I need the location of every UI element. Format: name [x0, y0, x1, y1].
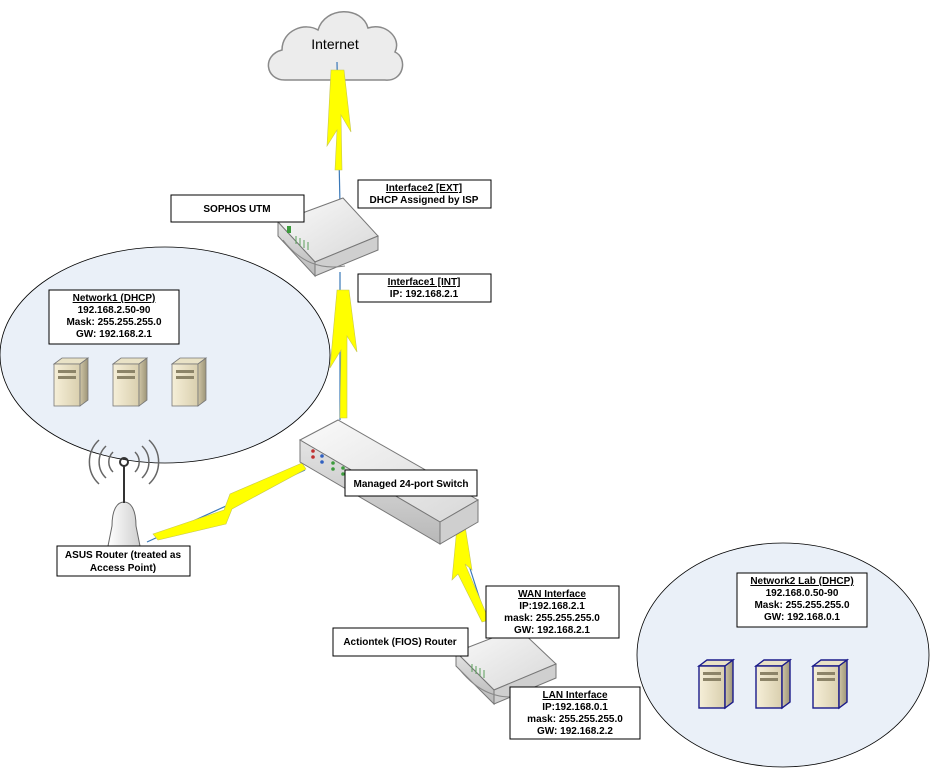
actiontek-label: Actiontek (FIOS) Router — [343, 637, 456, 648]
sophos-utm-label: SOPHOS UTM — [203, 204, 270, 215]
network2-mask: Mask: 255.255.255.0 — [754, 600, 850, 611]
network1-area — [0, 246, 331, 464]
internet-label: Internet — [311, 36, 359, 52]
server-icon — [52, 357, 90, 407]
interface1-box: Interface1 [INT] IP: 192.168.2.1 — [357, 273, 492, 303]
interface2-title: Interface2 [EXT] — [386, 183, 462, 194]
asus-label-line2: Access Point) — [90, 563, 156, 574]
lan-mask: mask: 255.255.255.0 — [527, 714, 623, 725]
network2-box: Network2 Lab (DHCP) 192.168.0.50-90 Mask… — [736, 572, 868, 628]
asus-label-line1: ASUS Router (treated as — [65, 550, 182, 561]
network1-servers — [52, 357, 208, 407]
server-icon — [753, 658, 793, 710]
wan-gateway: GW: 192.168.2.1 — [514, 625, 590, 636]
wan-title: WAN Interface — [518, 589, 586, 600]
lan-ip: IP:192.168.0.1 — [542, 702, 608, 713]
lan-interface-box: LAN Interface IP:192.168.0.1 mask: 255.2… — [509, 686, 641, 740]
asus-label-box: ASUS Router (treated as Access Point) — [56, 545, 191, 577]
network2-title: Network2 Lab (DHCP) — [750, 576, 853, 587]
lan-title: LAN Interface — [542, 690, 607, 701]
interface2-box: Interface2 [EXT] DHCP Assigned by ISP — [357, 179, 492, 209]
network2-range: 192.168.0.50-90 — [766, 588, 839, 599]
server-icon — [810, 658, 850, 710]
lightning-bolt-asus-icon — [152, 462, 307, 541]
network1-box: Network1 (DHCP) 192.168.2.50-90 Mask: 25… — [48, 289, 180, 345]
switch-label: Managed 24-port Switch — [353, 479, 468, 490]
wan-interface-box: WAN Interface IP:192.168.2.1 mask: 255.2… — [485, 585, 620, 639]
interface2-detail: DHCP Assigned by ISP — [370, 195, 479, 206]
lightning-bolt-internet-icon — [326, 69, 352, 171]
actiontek-label-box: Actiontek (FIOS) Router — [332, 627, 469, 657]
sophos-utm-label-box: SOPHOS UTM — [170, 194, 305, 223]
wan-mask: mask: 255.255.255.0 — [504, 613, 600, 624]
interface1-detail: IP: 192.168.2.1 — [390, 289, 459, 300]
asus-access-point-icon — [88, 439, 160, 547]
switch-label-box: Managed 24-port Switch — [344, 469, 478, 497]
server-icon — [696, 658, 736, 710]
internet-cloud-icon: Internet — [267, 11, 404, 81]
network1-mask: Mask: 255.255.255.0 — [66, 317, 162, 328]
server-icon — [170, 357, 208, 407]
network2-servers — [696, 658, 850, 710]
network2-gateway: GW: 192.168.0.1 — [764, 612, 840, 623]
network1-title: Network1 (DHCP) — [73, 293, 156, 304]
server-icon — [111, 357, 149, 407]
wan-ip: IP:192.168.2.1 — [519, 601, 585, 612]
network1-range: 192.168.2.50-90 — [78, 305, 151, 316]
network1-gateway: GW: 192.168.2.1 — [76, 329, 152, 340]
lan-gateway: GW: 192.168.2.2 — [537, 726, 613, 737]
interface1-title: Interface1 [INT] — [388, 277, 461, 288]
lightning-bolt-sophos-icon — [329, 289, 358, 419]
